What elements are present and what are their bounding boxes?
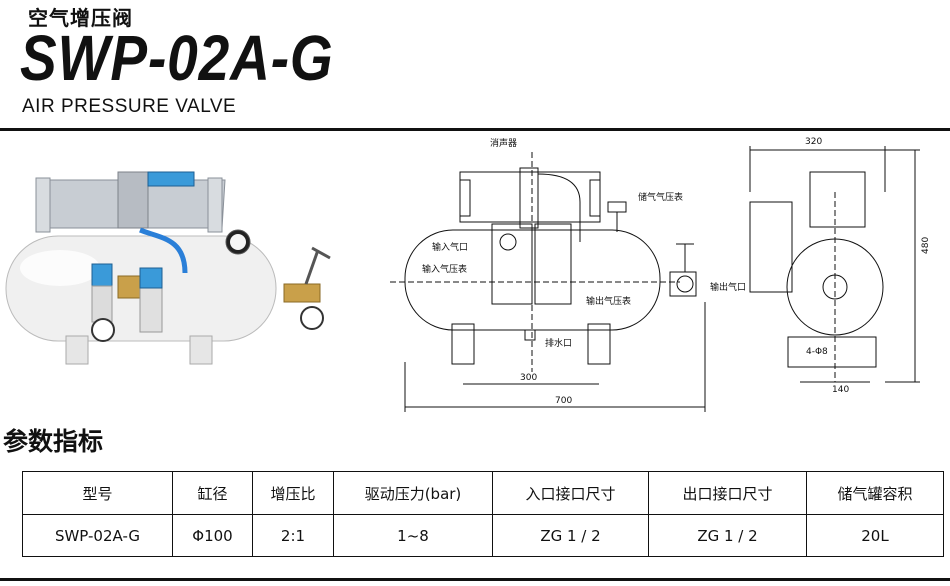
- cell-bore: Φ100: [172, 514, 253, 557]
- cell-tank-volume: 20L: [806, 514, 944, 557]
- dim-140: 140: [832, 385, 849, 395]
- cell-inlet-size: ZG 1 / 2: [492, 514, 649, 557]
- header-tank-volume: 储气罐容积: [806, 471, 944, 515]
- header-bore: 缸径: [172, 471, 253, 515]
- footer-divider: [0, 578, 950, 581]
- dim-holes: 4-Φ8: [806, 347, 828, 357]
- label-inlet-gauge: 输入气压表: [422, 263, 467, 275]
- dim-700: 700: [555, 396, 572, 406]
- blue-hose: [139, 227, 188, 274]
- spec-data-row: SWP-02A-G Φ100 2:1 1~8 ZG 1 / 2 ZG 1 / 2…: [22, 514, 944, 557]
- english-title: AIR PRESSURE VALVE: [22, 96, 237, 117]
- technical-drawing: 消声器 储气气压表 输入气口 输入气压表 输出气压表 输出气口 排水口 320 …: [390, 137, 931, 412]
- label-muffler: 消声器: [490, 137, 517, 149]
- cell-drive-pressure: 1~8: [333, 514, 493, 557]
- label-drain: 排水口: [545, 337, 572, 349]
- label-tank-gauge: 储气气压表: [638, 191, 683, 203]
- product-photo: [5, 171, 331, 365]
- cell-model: SWP-02A-G: [22, 514, 173, 557]
- label-inlet: 输入气口: [432, 241, 468, 253]
- header-divider: [0, 128, 950, 131]
- spec-table: 型号 缸径 增压比 驱动压力(bar) 入口接口尺寸 出口接口尺寸 储气罐容积 …: [22, 471, 944, 557]
- header-inlet-size: 入口接口尺寸: [492, 471, 649, 515]
- cell-outlet-size: ZG 1 / 2: [648, 514, 807, 557]
- cell-ratio: 2:1: [252, 514, 334, 557]
- dim-300: 300: [520, 373, 537, 383]
- header-drive-pressure: 驱动压力(bar): [333, 471, 493, 515]
- model-title: SWP-02A-G: [20, 22, 334, 94]
- spec-header-row: 型号 缸径 增压比 驱动压力(bar) 入口接口尺寸 出口接口尺寸 储气罐容积: [22, 471, 944, 515]
- header-outlet-size: 出口接口尺寸: [648, 471, 807, 515]
- label-outlet: 输出气口: [710, 281, 746, 293]
- dim-320: 320: [805, 137, 822, 147]
- spec-section-title: 参数指标: [3, 427, 104, 456]
- header-ratio: 增压比: [252, 471, 334, 515]
- header-model: 型号: [22, 471, 173, 515]
- dim-480: 480: [921, 237, 931, 254]
- label-outlet-gauge: 输出气压表: [586, 295, 631, 307]
- chinese-title: 空气增压阀: [28, 6, 133, 30]
